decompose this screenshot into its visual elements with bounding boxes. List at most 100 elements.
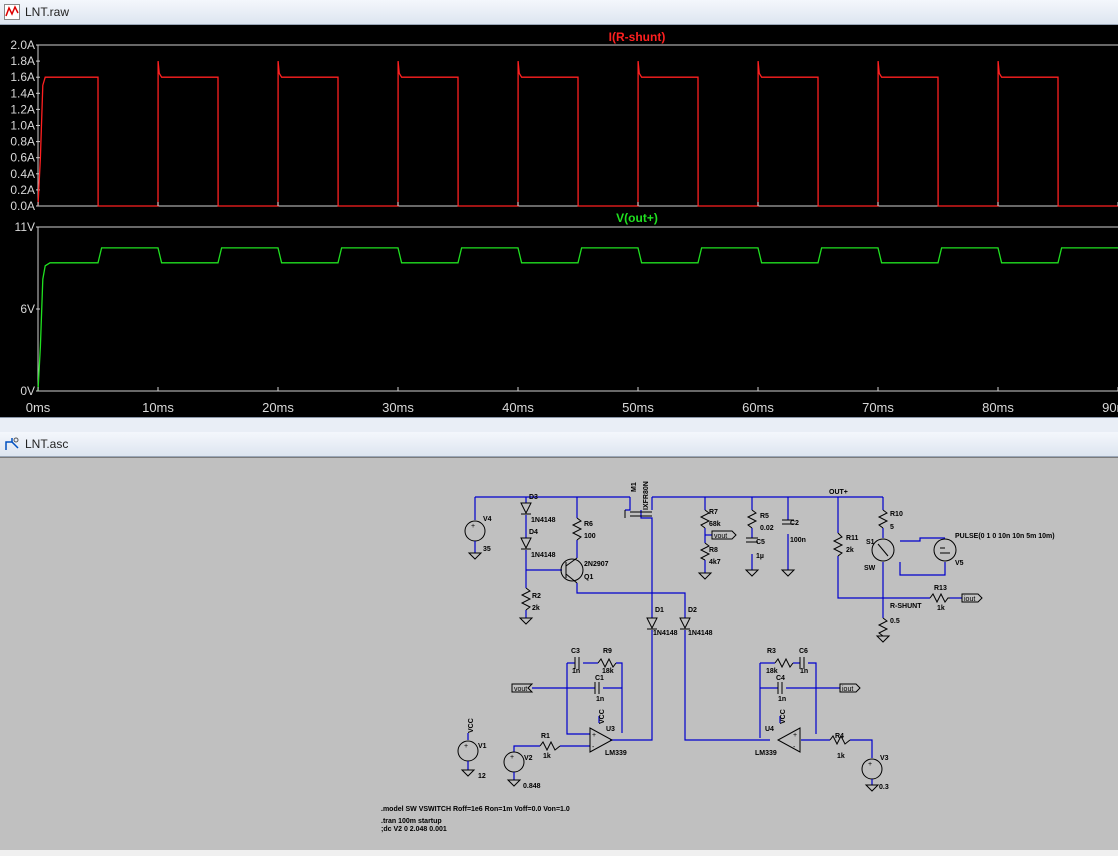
x-tick-label: 70ms	[862, 400, 894, 415]
r3-name: R3	[767, 648, 776, 655]
current-trace[interactable]	[37, 61, 1118, 207]
r2-value: 2k	[532, 605, 540, 612]
x-tick-label: 30ms	[382, 400, 414, 415]
d4-value: 1N4148	[531, 552, 556, 559]
y-tick-label: 0.2A	[10, 183, 35, 197]
voltage-plot-title[interactable]: V(out+)	[616, 211, 658, 225]
svg-text:-: -	[592, 744, 595, 751]
y-tick-label: 1.8A	[10, 54, 35, 68]
y-tick-label: 2.0A	[10, 38, 35, 52]
u3-name: U3	[606, 726, 615, 733]
r9-value: 18k	[602, 668, 614, 675]
vcc-label-v1: VCC	[468, 718, 475, 733]
v2-value: 0.848	[523, 783, 541, 790]
r8-name: R8	[709, 547, 718, 554]
v1-value: 12	[478, 773, 486, 780]
c2-name: C2	[790, 520, 799, 527]
r4-value: 1k	[837, 753, 845, 760]
y-tick-label: 0V	[20, 384, 35, 398]
schematic-window-title: LNT.asc	[25, 437, 69, 451]
r9-name: R9	[603, 648, 612, 655]
r4-name: R4	[835, 733, 844, 740]
d4-name: D4	[529, 529, 538, 536]
current-plot-title[interactable]: I(R-shunt)	[609, 30, 666, 44]
y-tick-label: 0.8A	[10, 135, 35, 149]
x-tick-label: 50ms	[622, 400, 654, 415]
svg-text:+: +	[793, 732, 797, 739]
time-x-axis: 0ms10ms20ms30ms40ms50ms60ms70ms80ms90ms	[26, 202, 1118, 415]
svg-text:+: +	[592, 732, 596, 739]
v2-name: V2	[524, 755, 533, 762]
schematic-svg: vout iout vout iout OUT+ VCC VCC VCC + +…	[381, 481, 1055, 833]
q1-name: Q1	[584, 574, 593, 581]
r6-name: R6	[584, 521, 593, 528]
r2-name: R2	[532, 593, 541, 600]
svg-text:+: +	[471, 523, 475, 530]
status-strip	[0, 850, 1118, 856]
r1-name: R1	[541, 733, 550, 740]
r5-name: R5	[760, 513, 769, 520]
r1-value: 1k	[543, 753, 551, 760]
c3-name: C3	[571, 648, 580, 655]
c2-value: 100n	[790, 537, 806, 544]
u3-value: LM339	[605, 750, 627, 757]
s1-name: S1	[866, 539, 875, 546]
directive-tran: .tran 100m startup	[381, 818, 442, 825]
x-tick-label: 20ms	[262, 400, 294, 415]
c1-value: 1n	[596, 696, 604, 703]
r13-name: R13	[934, 585, 947, 592]
net-labels: vout iout vout iout OUT+ VCC VCC VCC	[468, 489, 983, 733]
c5-value: 1µ	[756, 553, 764, 560]
vout-net-label-2: vout	[514, 686, 527, 693]
c4-name: C4	[776, 675, 785, 682]
d3-value: 1N4148	[531, 517, 556, 524]
c6-name: C6	[799, 648, 808, 655]
window-separator[interactable]	[0, 417, 1118, 433]
waveform-window-title: LNT.raw	[25, 5, 70, 19]
v4-value: 35	[483, 546, 491, 553]
c1-name: C1	[595, 675, 604, 682]
vout-net-label: vout	[714, 533, 727, 540]
d3-name: D3	[529, 494, 538, 501]
r3-value: 18k	[766, 668, 778, 675]
iout-net-label: iout	[964, 596, 975, 603]
y-tick-label: 0.4A	[10, 167, 35, 181]
c5-name: C5	[756, 539, 765, 546]
d1-value: 1N4148	[653, 630, 678, 637]
schematic-wires	[467, 496, 962, 758]
vcc-label-u3: VCC	[599, 709, 606, 724]
m1-name: M1	[631, 482, 638, 492]
directive-dc-comment: ;dc V2 0 2.048 0.001	[381, 826, 447, 833]
c4-value: 1n	[778, 696, 786, 703]
schematic-window-titlebar[interactable]: LNT.asc	[0, 432, 1118, 457]
m1-value: IXFR80N	[643, 481, 650, 510]
rshunt-value: 0.5	[890, 618, 900, 625]
voltage-trace[interactable]	[37, 247, 1118, 392]
rshunt-name: R-SHUNT	[890, 603, 922, 610]
spice-directives[interactable]: .model SW VSWITCH Roff=1e6 Ron=1m Voff=0…	[381, 806, 570, 833]
r7-name: R7	[709, 509, 718, 516]
r10-name: R10	[890, 511, 903, 518]
x-tick-label: 0ms	[26, 400, 51, 415]
component-labels: V4 35 D3 1N4148 D4 1N4148 R6 100 2N2907 …	[478, 481, 1055, 791]
out-plus-label: OUT+	[829, 489, 848, 496]
y-tick-label: 1.6A	[10, 70, 35, 84]
u4-name: U4	[765, 726, 774, 733]
schematic-canvas[interactable]: vout iout vout iout OUT+ VCC VCC VCC + +…	[0, 457, 1118, 851]
current-y-axis: 2.0A1.8A1.6A1.4A1.2A1.0A0.8A0.6A0.4A0.2A…	[10, 38, 40, 213]
y-tick-label: 1.2A	[10, 102, 35, 116]
c6-value: 1n	[800, 668, 808, 675]
y-tick-label: 0.0A	[10, 199, 35, 213]
r11-value: 2k	[846, 547, 854, 554]
y-tick-label: 0.6A	[10, 151, 35, 165]
v4-name: V4	[483, 516, 492, 523]
vcc-label-u4: VCC	[780, 709, 787, 724]
x-tick-label: 80ms	[982, 400, 1014, 415]
v1-name: V1	[478, 743, 487, 750]
y-tick-label: 1.0A	[10, 119, 35, 133]
r10-value: 5	[890, 524, 894, 531]
component-symbols[interactable]: + + + +	[457, 502, 957, 792]
waveform-window-titlebar[interactable]: LNT.raw	[0, 0, 1118, 25]
